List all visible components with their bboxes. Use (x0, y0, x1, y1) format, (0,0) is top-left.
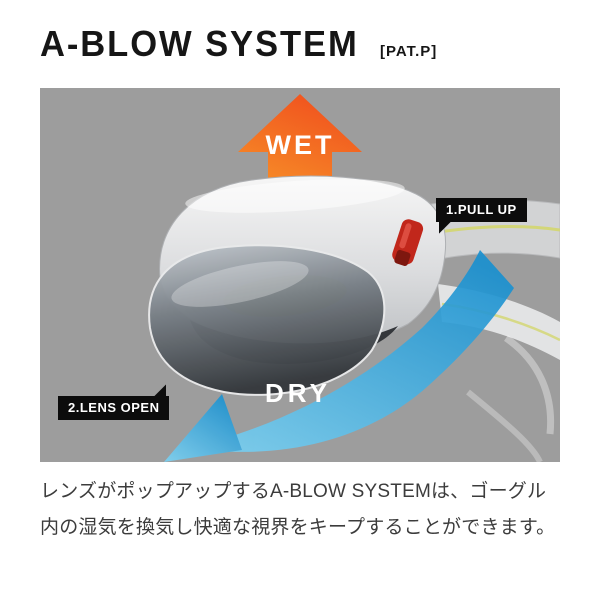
callout-pull-up-label: 1.PULL UP (446, 202, 517, 217)
description-text: レンズがポップアップするA-BLOW SYSTEMは、ゴーグル 内の湿気を換気し… (40, 474, 564, 546)
description-line-2: 内の湿気を換気し快適な視界をキープすることができます。 (40, 517, 556, 538)
goggle-diagram (148, 94, 560, 462)
diagram-panel: WET DRY 1.PULL UP 2.LENS OPEN (40, 88, 560, 462)
red-pull-clip (392, 219, 424, 266)
page-title: A-BLOW SYSTEM (40, 23, 359, 64)
callout-pull-up: 1.PULL UP (436, 198, 527, 234)
popped-lens (148, 244, 386, 396)
callout-lens-open-label: 2.LENS OPEN (68, 400, 160, 415)
description-line-1: レンズがポップアップするA-BLOW SYSTEMは、ゴーグル (40, 481, 547, 502)
patent-pending-label: [PAT.P] (379, 43, 438, 60)
dry-flow-label: DRY (265, 378, 331, 408)
callout-lens-open: 2.LENS OPEN (58, 384, 170, 420)
ghost-outline (466, 335, 555, 462)
header: A-BLOW SYSTEM [PAT.P] (40, 26, 437, 62)
dry-arrow (164, 250, 514, 462)
wet-flow-label: WET (265, 130, 335, 160)
